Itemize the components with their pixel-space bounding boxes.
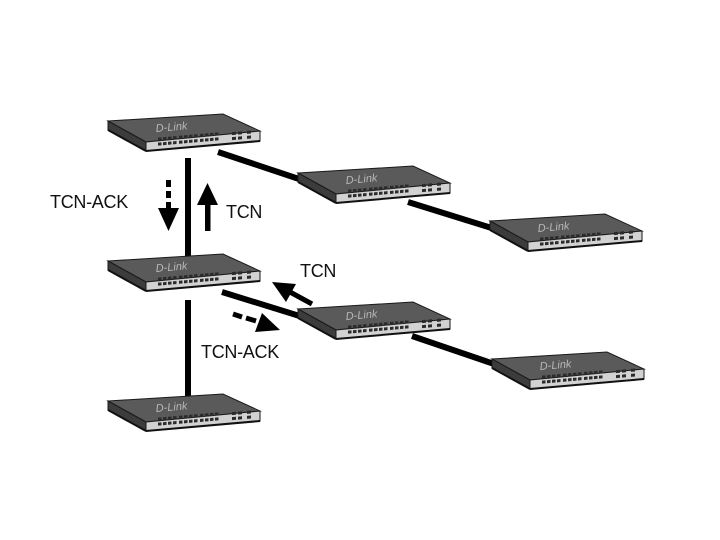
switch-brand-label: D-Link <box>155 120 188 135</box>
switch-brand-label: D-Link <box>155 400 188 415</box>
switch-brand-label: D-Link <box>539 358 572 373</box>
switch-upper-right: D-Link <box>297 165 451 204</box>
switch-far-upper-right: D-Link <box>489 213 643 252</box>
tcn-ack-arrow-down-icon <box>158 180 179 231</box>
links <box>185 149 501 398</box>
link-middle-lower-right <box>221 289 307 321</box>
tcn-arrow-up-icon <box>197 183 218 231</box>
tcn-ack-label-top: TCN-ACK <box>50 192 128 212</box>
switch-bottom: D-Link <box>107 393 261 432</box>
switch-root: D-Link <box>107 113 261 152</box>
switch-brand-label: D-Link <box>345 308 378 323</box>
switch-brand-label: D-Link <box>155 260 188 275</box>
tcn-label-top: TCN <box>226 202 262 222</box>
tcn-ack-label-bottom: TCN-ACK <box>201 342 279 362</box>
switch-brand-label: D-Link <box>537 220 570 235</box>
tcn-label-right: TCN <box>300 261 336 281</box>
switch-lower-right: D-Link <box>297 301 451 340</box>
tcn-ack-arrow-right-icon <box>232 311 280 332</box>
link-root-upper-right <box>217 149 303 183</box>
switch-brand-label: D-Link <box>345 172 378 187</box>
link-upper-right-far <box>407 199 499 233</box>
tcn-arrow-left-icon <box>272 282 314 307</box>
switch-middle: D-Link <box>107 253 261 292</box>
link-lower-right-far <box>411 333 501 369</box>
switch-far-lower-right: D-Link <box>491 351 645 390</box>
